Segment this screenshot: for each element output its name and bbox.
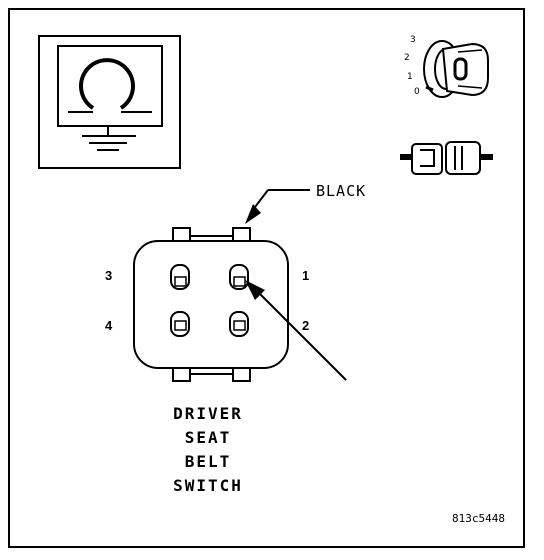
title-line-4: SWITCH [173, 476, 243, 495]
pin-label-4: 4 [105, 318, 113, 333]
pin-cavity-2 [229, 311, 249, 337]
key-position-1: 1 [407, 72, 413, 82]
black-wire-leader [245, 189, 310, 224]
title-line-3: BELT [184, 452, 232, 471]
title-line-1: DRIVER [173, 404, 243, 423]
key-position-0: 0 [414, 87, 420, 97]
pin-cavity-1 [229, 264, 249, 290]
key-position-3: 3 [410, 35, 416, 45]
terminal-pointer-arrow [245, 280, 347, 381]
title-line-2: SEAT [184, 428, 232, 447]
reference-number: 813c5448 [452, 512, 505, 525]
pin-cavity-3 [170, 264, 190, 290]
pin-label-2: 2 [302, 318, 310, 333]
connector-body [133, 227, 289, 382]
diagram-frame [8, 8, 525, 548]
ignition-key-icon [423, 40, 489, 98]
pin-cavity-4 [170, 311, 190, 337]
pin-label-1: 1 [302, 268, 310, 283]
ground-display-icon [38, 35, 181, 169]
pin-label-3: 3 [105, 268, 113, 283]
key-position-2: 2 [404, 53, 410, 63]
connector-icon [400, 141, 493, 175]
wire-color-label: BLACK [316, 182, 367, 200]
component-title: DRIVER SEAT BELT SWITCH [140, 402, 276, 498]
